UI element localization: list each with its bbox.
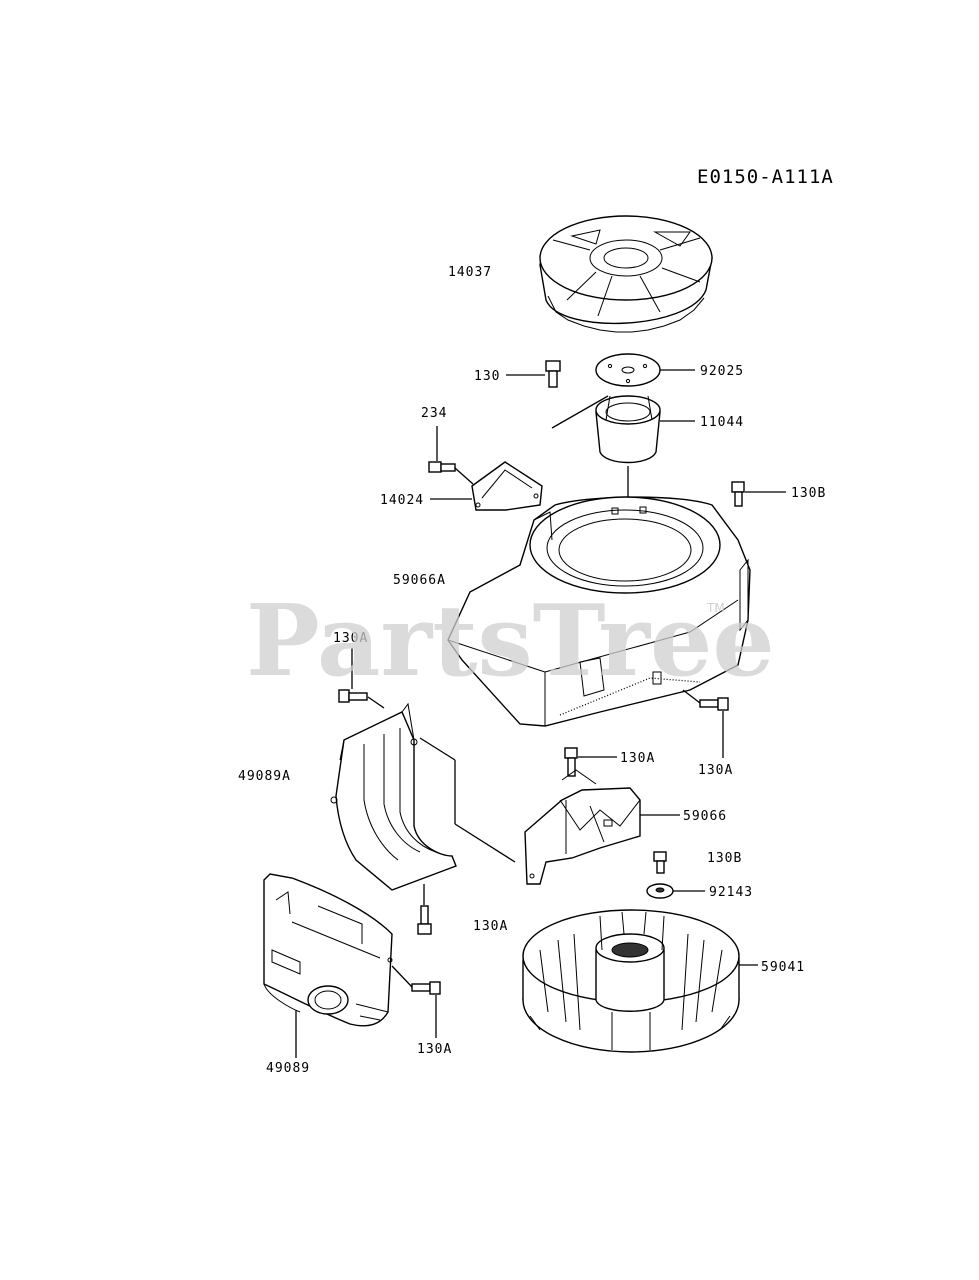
label-59041: 59041 xyxy=(761,960,805,975)
bolt-part-130A-right[interactable] xyxy=(699,697,729,711)
label-234: 234 xyxy=(421,406,447,421)
bolt-part-130A-left[interactable] xyxy=(338,689,368,703)
washer-part-92143[interactable] xyxy=(646,883,674,899)
watermark: PartsTree xyxy=(246,584,775,699)
label-130A-left: 130A xyxy=(333,631,368,646)
flywheel-part-59041[interactable] xyxy=(522,909,740,1053)
label-92143: 92143 xyxy=(709,885,753,900)
label-130B-low: 130B xyxy=(707,851,742,866)
bolt-part-130B-low[interactable] xyxy=(653,851,667,874)
bolt-part-130[interactable] xyxy=(545,360,561,388)
plate-part-92025[interactable] xyxy=(595,353,661,387)
diagram-code: E0150-A111A xyxy=(697,166,834,188)
watermark-trademark: TM xyxy=(706,601,725,615)
label-14024: 14024 xyxy=(380,493,424,508)
bolt-part-130A-center[interactable] xyxy=(417,905,432,935)
label-130A-right: 130A xyxy=(698,763,733,778)
label-49089A: 49089A xyxy=(238,769,291,784)
label-130A-mid: 130A xyxy=(620,751,655,766)
label-130B-top: 130B xyxy=(791,486,826,501)
label-14037: 14037 xyxy=(448,265,492,280)
label-130A-bottom: 130A xyxy=(417,1042,452,1057)
label-59066: 59066 xyxy=(683,809,727,824)
bolt-part-130A-mid[interactable] xyxy=(564,747,578,777)
label-130A-center: 130A xyxy=(473,919,508,934)
label-59066A: 59066A xyxy=(393,573,446,588)
cover-part-49089[interactable] xyxy=(263,873,393,1027)
screen-part-14037[interactable] xyxy=(539,215,713,333)
label-11044: 11044 xyxy=(700,415,744,430)
bolt-part-234[interactable] xyxy=(428,461,456,473)
cover-plate-part-14024[interactable] xyxy=(471,461,543,511)
label-130: 130 xyxy=(474,369,500,384)
label-92025: 92025 xyxy=(700,364,744,379)
bolt-part-130B-top[interactable] xyxy=(731,481,745,507)
label-49089: 49089 xyxy=(266,1061,310,1076)
cup-part-11044[interactable] xyxy=(595,395,661,464)
bracket-part-59066[interactable] xyxy=(524,769,641,885)
shroud-part-59066A[interactable] xyxy=(447,496,751,727)
baffle-part-49089A[interactable] xyxy=(330,702,457,891)
bolt-part-130A-bottom[interactable] xyxy=(411,981,441,995)
